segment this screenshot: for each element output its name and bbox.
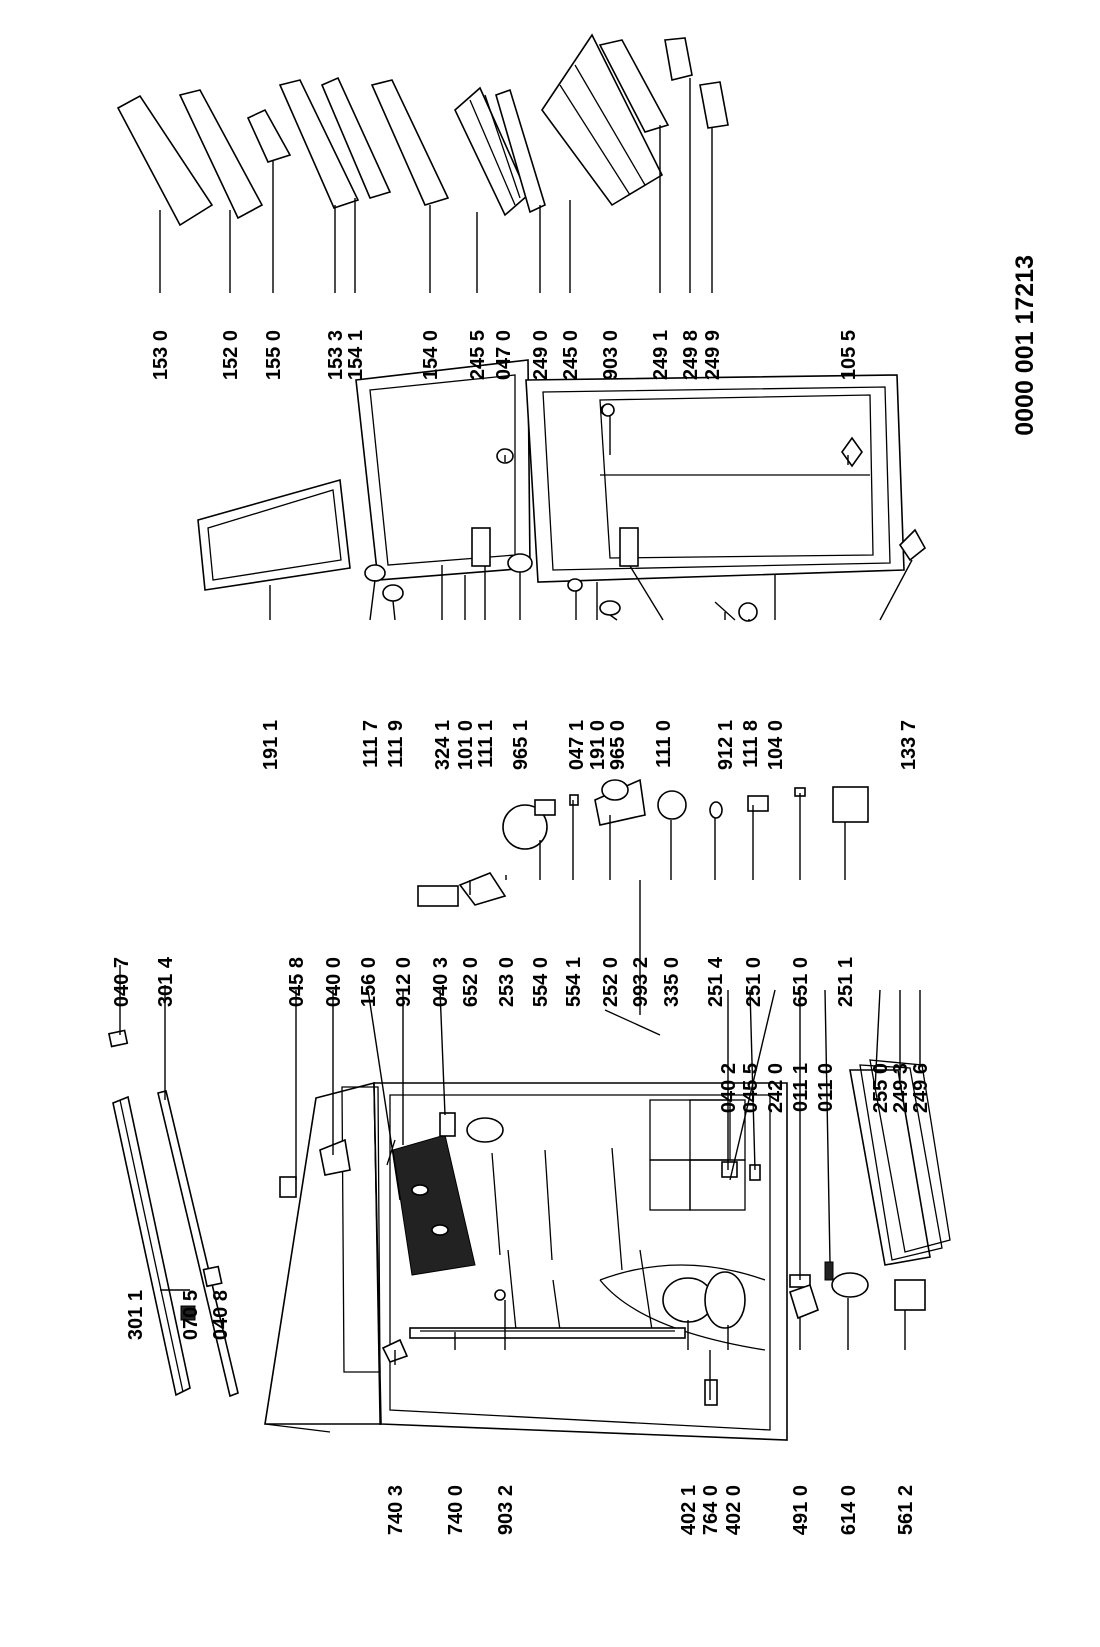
label-253-0: 253 0 (496, 957, 518, 1007)
middle-components-drawing (417, 778, 869, 907)
label-249-9: 249 9 (702, 330, 724, 380)
label-402-1: 402 1 (678, 1485, 700, 1535)
label-335-0: 335 0 (661, 957, 683, 1007)
label-111-1: 111 1 (475, 720, 497, 768)
label-903-2: 903 2 (495, 1485, 517, 1535)
label-242-0: 242 0 (765, 1063, 787, 1113)
door-shelves-drawing (116, 33, 729, 417)
label-402-0: 402 0 (723, 1485, 745, 1535)
label-111-9: 111 9 (385, 720, 407, 768)
label-111-8: 111 8 (740, 720, 762, 768)
label-965-1: 965 1 (510, 720, 532, 770)
leader-lines (119, 78, 921, 1400)
label-245-5: 245 5 (467, 330, 489, 380)
label-491-0: 491 0 (790, 1485, 812, 1535)
label-764-0: 764 0 (700, 1485, 722, 1535)
label-101-0: 101 0 (455, 720, 477, 770)
label-154-0: 154 0 (420, 330, 442, 380)
label-561-2: 561 2 (895, 1485, 917, 1535)
label-249-6: 249 6 (910, 1063, 932, 1113)
label-152-0: 152 0 (220, 330, 242, 380)
label-993-2: 993 2 (630, 957, 652, 1007)
label-249-8: 249 8 (680, 330, 702, 380)
label-153-0: 153 0 (150, 330, 172, 380)
label-045-5: 045 5 (740, 1063, 762, 1113)
label-154-1: 154 1 (345, 330, 367, 380)
document-number: 0000 001 17213 (1011, 255, 1039, 436)
label-301-4: 301 4 (155, 956, 177, 1007)
label-245-0: 245 0 (560, 330, 582, 380)
door-section-drawing (197, 359, 927, 622)
label-153-3: 153 3 (325, 330, 347, 380)
label-011-1: 011 1 (790, 1063, 812, 1112)
label-105-5: 105 5 (838, 330, 860, 380)
label-251-1: 251 1 (835, 957, 857, 1007)
label-040-7: 040 7 (111, 957, 133, 1007)
label-965-0: 965 0 (607, 720, 629, 770)
label-133-7: 133 7 (898, 720, 920, 770)
label-740-0: 740 0 (445, 1485, 467, 1535)
label-301-1: 301 1 (125, 1290, 147, 1340)
top-trim-parts-drawing (107, 1029, 239, 1398)
label-191-0: 191 0 (587, 720, 609, 770)
label-912-0: 912 0 (393, 957, 415, 1007)
label-614-0: 614 0 (838, 1485, 860, 1535)
label-040-8: 040 8 (210, 1290, 232, 1340)
label-111-7: 111 7 (360, 720, 382, 768)
label-912-1: 912 1 (715, 720, 737, 770)
label-070-5: 070 5 (180, 1290, 202, 1340)
parts-drawing (107, 33, 951, 1441)
label-740-3: 740 3 (385, 1485, 407, 1535)
label-040-2: 040 2 (718, 1063, 740, 1113)
label-047-1: 047 1 (566, 720, 588, 770)
label-255-0: 255 0 (870, 1063, 892, 1113)
label-040-0: 040 0 (323, 957, 345, 1007)
cabinet-body-drawing (264, 1009, 951, 1441)
label-554-1: 554 1 (563, 957, 585, 1007)
label-156-0: 156 0 (358, 957, 380, 1007)
label-155-0: 155 0 (263, 330, 285, 380)
label-251-4: 251 4 (705, 956, 727, 1007)
label-554-0: 554 0 (530, 957, 552, 1007)
label-651-0: 651 0 (790, 957, 812, 1007)
label-324-1: 324 1 (432, 720, 454, 770)
label-652-0: 652 0 (460, 957, 482, 1007)
label-252-0: 252 0 (600, 957, 622, 1007)
lower-left-components-drawing (704, 1272, 926, 1406)
label-045-8: 045 8 (286, 957, 308, 1007)
label-104-0: 104 0 (765, 720, 787, 770)
label-011-0: 011 0 (815, 1063, 837, 1112)
label-047-0: 047 0 (493, 330, 515, 380)
label-040-3: 040 3 (430, 957, 452, 1007)
label-249-0: 249 0 (530, 330, 552, 380)
part-labels: 301 1 070 5 040 8 040 7 301 4 045 8 040 … (111, 255, 1039, 1535)
label-251-0: 251 0 (743, 957, 765, 1007)
label-191-1: 191 1 (260, 720, 282, 770)
label-249-3: 249 3 (890, 1063, 912, 1113)
label-111-0: 111 0 (653, 720, 675, 768)
label-903-0: 903 0 (600, 330, 622, 380)
label-249-1: 249 1 (650, 330, 672, 380)
